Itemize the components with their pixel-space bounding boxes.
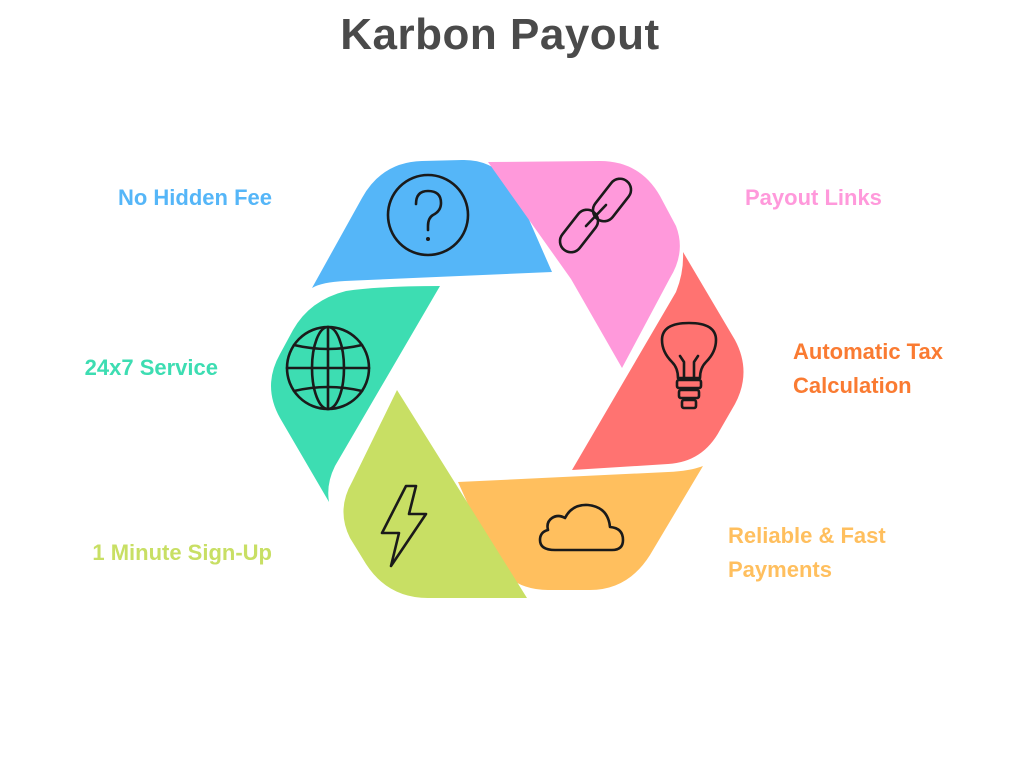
segment-reliable-fast-payments (458, 466, 703, 590)
label-24x7-service: 24x7 Service (84, 355, 218, 380)
lightning-icon (380, 484, 428, 568)
label-automatic-tax-calculation: Automatic Tax Calculation (793, 339, 943, 398)
segment-24x7-service (271, 286, 440, 502)
segment-no-hidden-fee (312, 159, 552, 288)
label-payout-links: Payout Links (745, 185, 882, 210)
cloud-icon (538, 503, 625, 552)
lightbulb-icon (660, 321, 718, 410)
label-minute-signup: 1 Minute Sign-Up (92, 540, 272, 565)
question-icon (386, 173, 470, 257)
globe-icon (285, 325, 371, 411)
chain-link-icon (558, 177, 633, 254)
label-reliable-fast-payments: Reliable & Fast Payments (728, 523, 886, 582)
segment-minute-signup (343, 390, 527, 598)
label-no-hidden-fee: No Hidden Fee (117, 185, 272, 210)
segment-automatic-tax (572, 252, 744, 470)
page-title: Karbon Payout (340, 10, 660, 59)
segment-payout-links (488, 161, 680, 368)
